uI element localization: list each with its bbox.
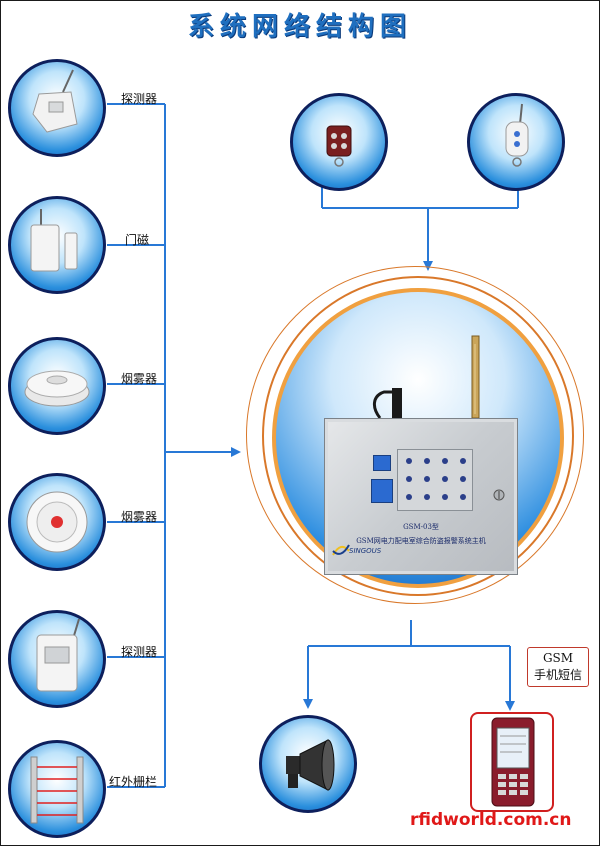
sensor-label-3: 烟雾器	[121, 372, 158, 386]
host-panel: GSM-03型 GSM网电力配电室综合防盗报警系统主机 SINGOUS	[324, 418, 518, 575]
host-name: GSM网电力配电室综合防盗报警系统主机	[356, 537, 486, 545]
sensor-label-6: 红外栅栏	[109, 775, 158, 789]
mobile-phone-icon	[491, 717, 535, 807]
sms-label: GSM 手机短信	[527, 647, 589, 687]
sensor-label-2: 门磁	[125, 233, 150, 247]
remote-2-circle	[467, 93, 565, 191]
smoke-detector-icon	[26, 491, 88, 553]
sensor-5-circle	[8, 610, 106, 708]
infrared-fence-icon	[30, 756, 84, 824]
phone-frame	[470, 712, 554, 812]
sensor-2-circle	[8, 196, 106, 294]
host-keypad	[397, 449, 473, 511]
siren-icon	[286, 739, 335, 791]
host-outer-ring	[246, 266, 584, 604]
pir-detector-icon	[32, 69, 78, 133]
brand-name: SINGOUS	[349, 547, 382, 555]
remote-1-circle	[290, 93, 388, 191]
remote-control-icon	[505, 103, 529, 167]
diagram-title: 系统网络结构图	[187, 12, 412, 42]
siren-circle	[259, 715, 357, 813]
sensor-1-circle	[8, 59, 106, 157]
sensor-label-5: 探测器	[121, 645, 158, 659]
sensor-label-4: 烟雾器	[121, 510, 158, 524]
host-middle-ring	[262, 276, 574, 596]
sensor-3-circle	[8, 337, 106, 435]
sms-label-line1: GSM	[542, 651, 574, 665]
host-button-bottom	[371, 479, 393, 503]
smoke-detector-icon	[24, 370, 90, 407]
sensor-6-circle	[8, 740, 106, 838]
host-button-top	[373, 455, 391, 471]
sms-label-line2: 手机短信	[533, 668, 582, 682]
sensor-label-1: 探测器	[121, 92, 158, 106]
key-lock-icon	[493, 489, 505, 501]
door-magnet-icon	[30, 209, 78, 272]
host-model: GSM-03型	[403, 523, 439, 531]
watermark: rfidworld.com.cn	[410, 810, 572, 830]
sensor-4-circle	[8, 473, 106, 571]
brand-logo-icon	[332, 544, 350, 556]
pir-detector-icon	[36, 618, 80, 692]
remote-control-icon	[326, 125, 352, 167]
